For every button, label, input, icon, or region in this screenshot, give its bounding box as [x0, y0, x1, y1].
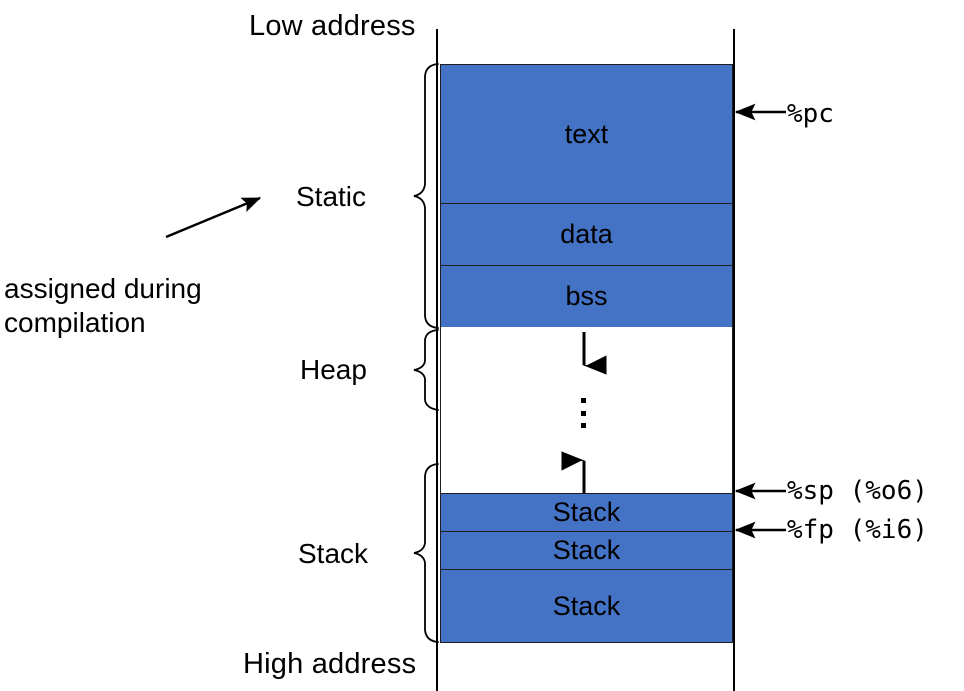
memory-frame-right-line [733, 29, 735, 691]
memory-block-bss: bss [440, 265, 733, 328]
heap-grows-down-arrow-icon [582, 332, 607, 375]
memory-block-free-space [440, 327, 733, 494]
brace-stack-icon [413, 463, 439, 643]
register-label-pc: %pc [787, 99, 834, 129]
high-address-label: High address [243, 648, 417, 680]
pc-pointer-arrow-icon [734, 103, 786, 121]
region-label-heap: Heap [300, 354, 367, 385]
brace-static-icon [413, 63, 439, 329]
register-label-fp: %fp (%i6) [787, 515, 928, 545]
annotation-text: assigned during compilation [4, 273, 202, 338]
brace-heap-icon [413, 329, 439, 411]
memory-frame-left-line [436, 29, 438, 691]
region-label-static: Static [296, 181, 367, 212]
memory-block-stack-frame-1: Stack [440, 493, 733, 532]
sp-pointer-arrow-icon [734, 482, 786, 500]
fp-pointer-arrow-icon [734, 521, 786, 539]
memory-block-text: text [440, 64, 733, 204]
memory-block-stack-frame-3: Stack [440, 569, 733, 643]
region-label-stack: Stack [298, 538, 369, 569]
annotation-arrow-icon [165, 196, 262, 239]
heap-ellipsis-icon [578, 398, 588, 428]
memory-block-stack-frame-2: Stack [440, 531, 733, 570]
memory-block-data: data [440, 203, 733, 266]
low-address-label: Low address [249, 10, 416, 42]
register-label-sp: %sp (%o6) [787, 476, 928, 506]
stack-grows-up-arrow-icon [561, 451, 586, 494]
